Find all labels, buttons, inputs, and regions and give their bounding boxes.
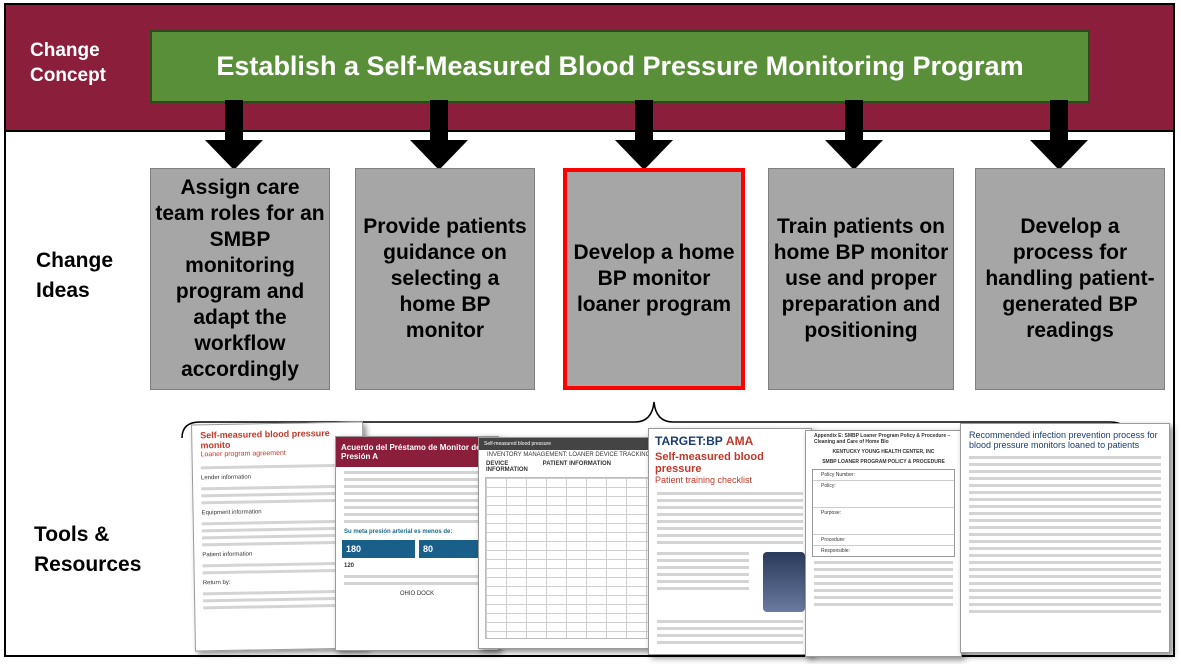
doc-title: Self-measured blood pressure [479,438,659,450]
idea-loaner-program: Develop a home BP monitor loaner program [563,168,745,390]
doc-text: DEVICE INFORMATION [486,461,528,473]
doc-policy-procedure: Appendix E: SMBP Loaner Program Policy &… [805,430,962,657]
tools-resources-label: Tools & Resources [34,523,142,576]
doc-title: Self-measured blood pressure [655,451,764,475]
doc-text: Procedure: [813,535,954,546]
change-ideas-label: Change Ideas [36,249,114,302]
arrow-down-icon [825,100,883,170]
doc-title: Appendix E: SMBP Loaner Program Policy &… [814,433,951,445]
doc-text: KENTUCKY YOUNG HEALTH CENTER, INC [832,449,935,455]
idea-assign-care-team: Assign care team roles for an SMBP monit… [150,168,330,390]
doc-brand: TARGET:BP AMA [655,434,754,448]
doc-value: 120 [344,563,355,569]
doc-training-checklist: TARGET:BP AMA Self-measured blood pressu… [648,428,812,655]
bp-monitor-image [763,552,805,612]
idea-process-readings: Develop a process for handling patient-g… [975,168,1165,390]
doc-subtitle: INVENTORY MANAGEMENT: LOANER DEVICE TRAC… [487,452,651,458]
doc-value: 80 [419,540,492,558]
idea-guidance-selecting-monitor: Provide patients guidance on selecting a… [355,168,535,390]
doc-text: PATIENT INFORMATION [542,461,611,467]
arrow-down-icon [410,100,468,170]
doc-spanish-agreement: Acuerdo del Préstamo de Monitor de Presi… [335,436,499,651]
doc-text: Su meta presión arterial es menos de: [344,529,453,535]
idea-train-patients: Train patients on home BP monitor use an… [768,168,954,390]
arrow-down-icon [1030,100,1088,170]
doc-table-grid [485,477,653,639]
doc-text: Policy: [813,481,954,508]
arrow-down-icon [205,100,263,170]
doc-text: Policy Number: [813,470,954,481]
doc-value: 180 [342,540,415,558]
doc-inventory-tracking: Self-measured blood pressure INVENTORY M… [478,437,660,649]
doc-subtitle: Patient training checklist [655,475,753,485]
doc-infection-prevention: Recommended infection prevention process… [960,423,1170,653]
concept-title: Establish a Self-Measured Blood Pressure… [150,30,1090,103]
change-concept-label: Change Concept [30,40,106,86]
arrow-down-icon [615,100,673,170]
doc-title: Acuerdo del Préstamo de Monitor de Presi… [336,437,498,467]
doc-text: Responsible: [821,548,850,554]
doc-text: Purpose: [813,508,954,535]
doc-title: Recommended infection prevention process… [969,430,1158,450]
doc-text: SMBP LOANER PROGRAM POLICY & PROCEDURE [822,459,945,465]
doc-logo-text: OHIO DOCK [399,591,435,597]
